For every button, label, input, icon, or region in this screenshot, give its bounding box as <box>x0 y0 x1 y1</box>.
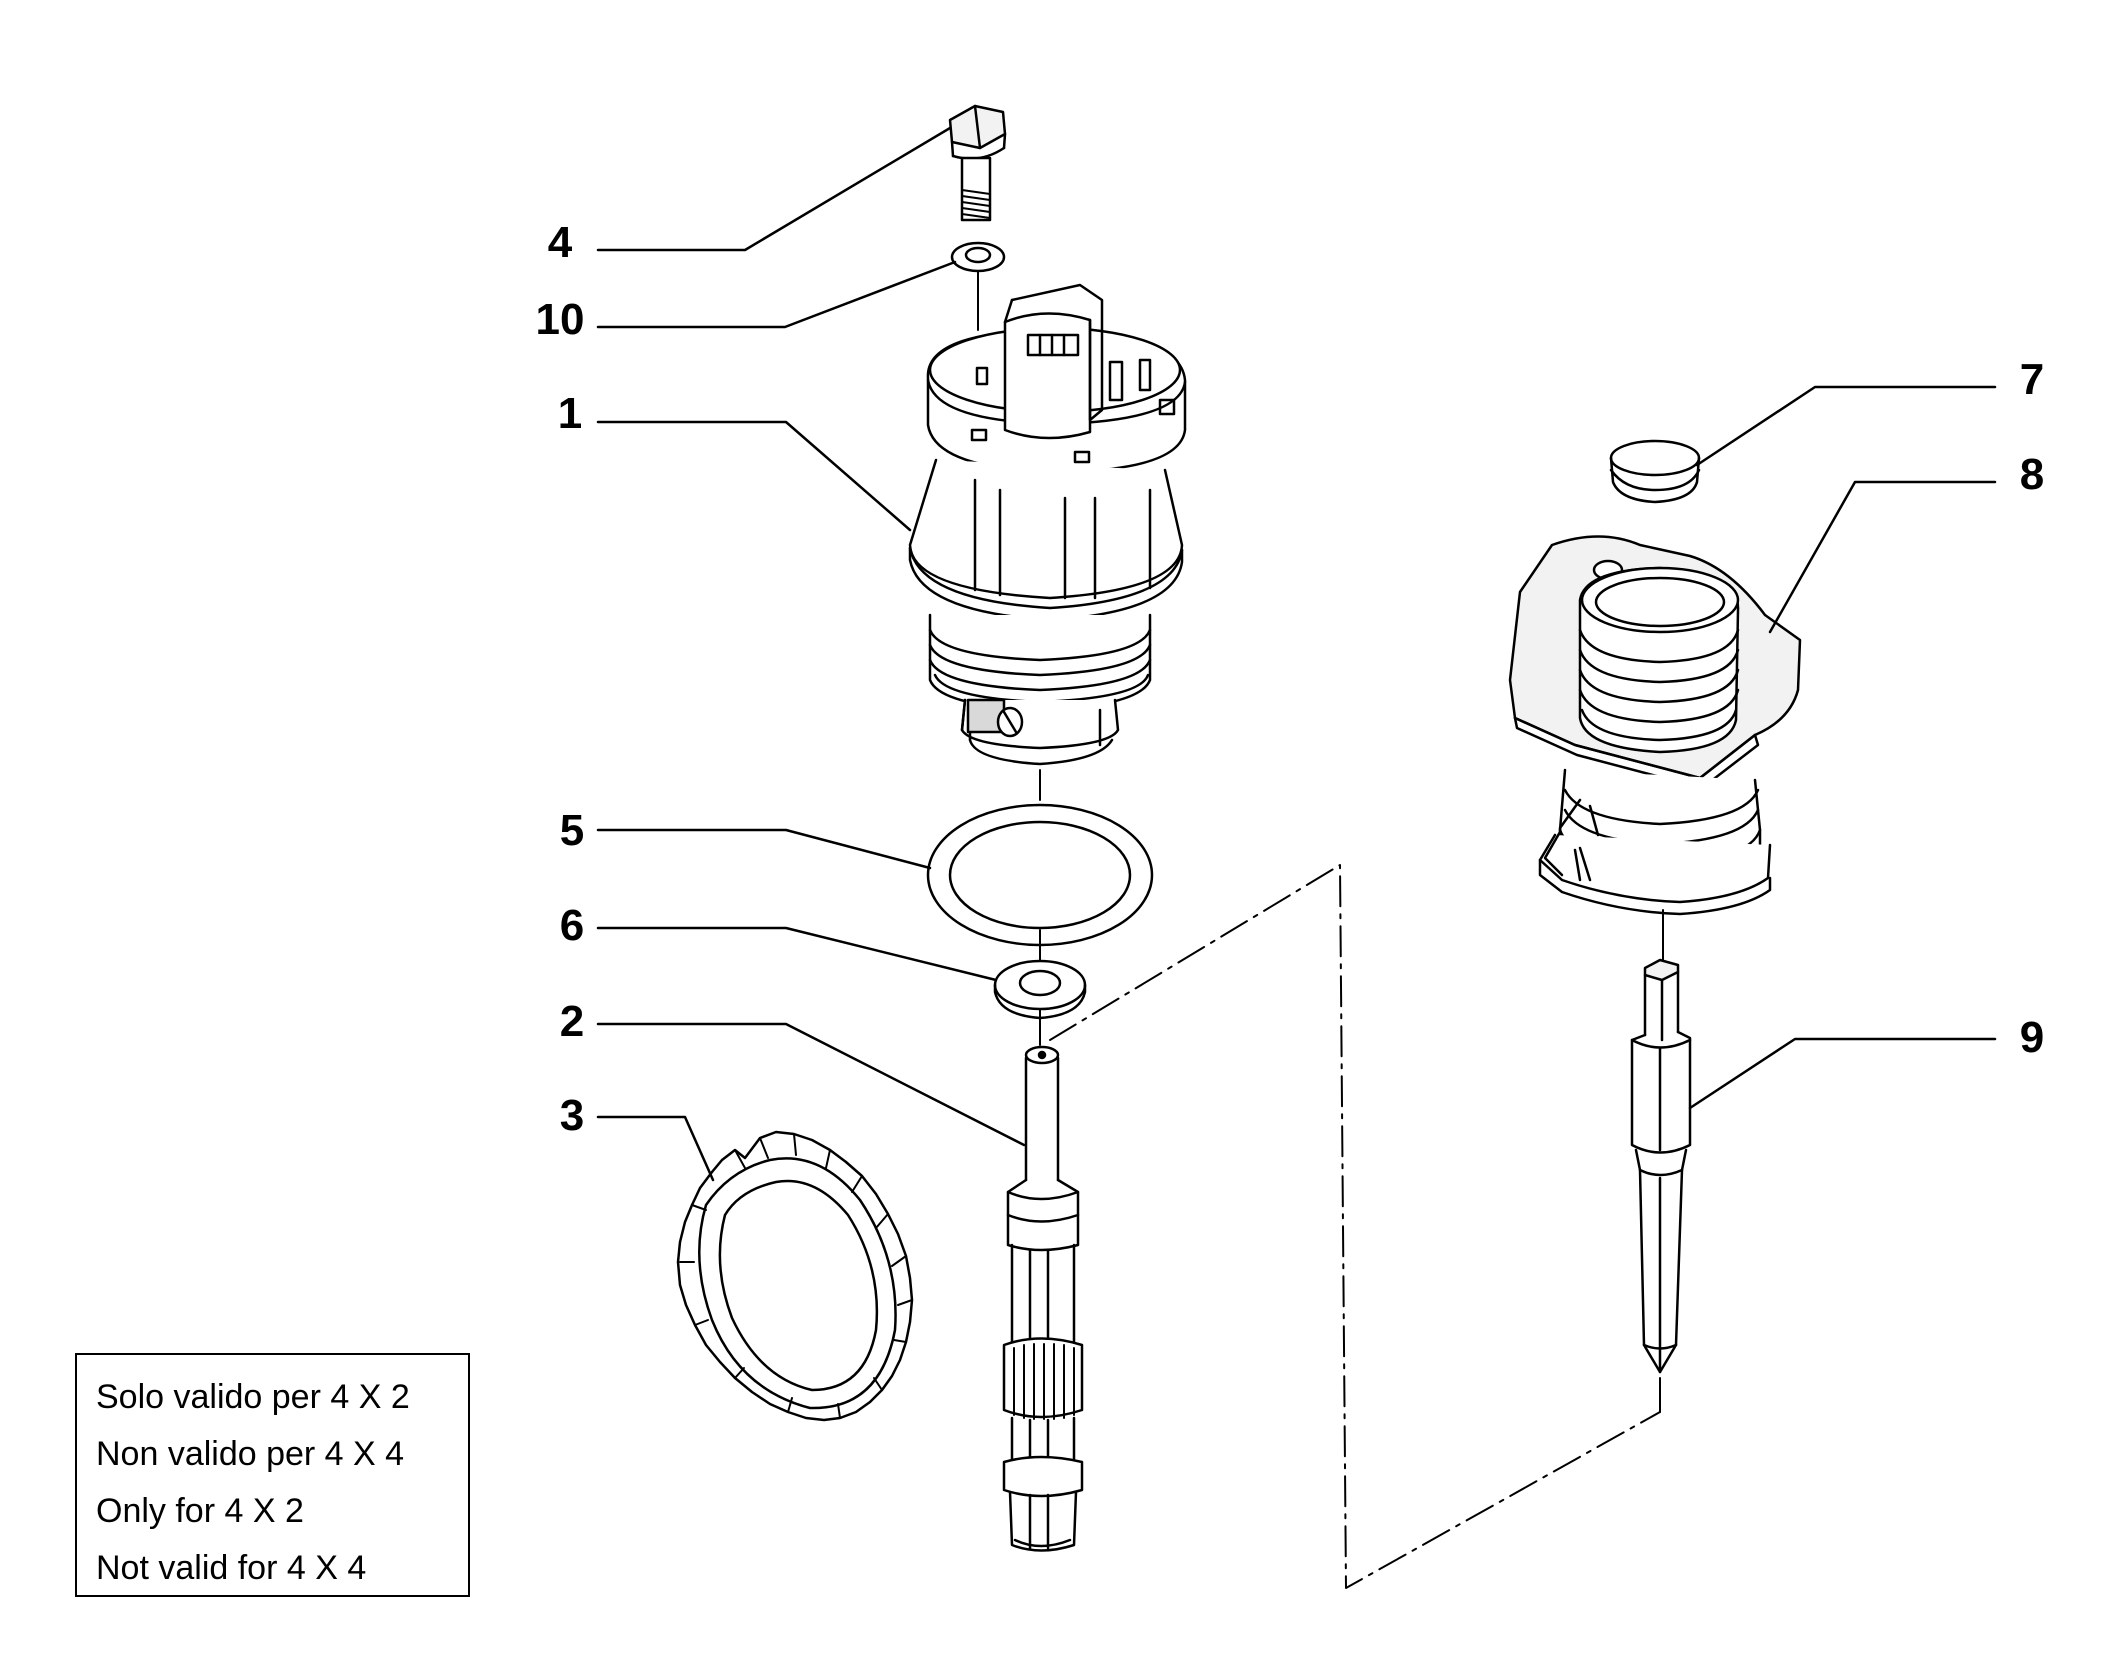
part-1-speed-sensor <box>908 283 1187 766</box>
part-4-bolt <box>948 104 1007 222</box>
callout-numbers: 4 10 1 5 6 2 3 7 8 9 <box>536 218 2045 1140</box>
note-line: Non valido per 4 X 4 <box>96 1435 405 1473</box>
leader-line-10 <box>596 260 957 329</box>
part-5-o-ring <box>926 803 1154 947</box>
part-9-drive-pin <box>1630 958 1692 1374</box>
callout-1: 1 <box>558 389 582 438</box>
leader-line-1 <box>596 420 912 532</box>
callout-8: 8 <box>2020 450 2044 499</box>
part-2-shaft <box>1002 1045 1084 1552</box>
applicability-note-box: Solo valido per 4 X 2 Non valido per 4 X… <box>75 1353 470 1597</box>
callout-3: 3 <box>560 1091 584 1140</box>
leader-line-9 <box>1688 1037 1997 1110</box>
callout-10: 10 <box>536 295 585 344</box>
leader-line-7 <box>1695 385 1997 467</box>
leader-line-8 <box>1768 480 1997 634</box>
leader-line-5 <box>596 828 932 870</box>
callout-2: 2 <box>560 997 584 1046</box>
leader-line-6 <box>596 926 998 982</box>
note-line: Only for 4 X 2 <box>96 1492 304 1530</box>
callout-4: 4 <box>548 218 573 267</box>
callout-9: 9 <box>2020 1013 2044 1062</box>
note-line: Solo valido per 4 X 2 <box>96 1378 410 1416</box>
part-8-housing <box>1508 535 1802 916</box>
note-line: Not valid for 4 X 4 <box>96 1549 367 1587</box>
part-7-cap <box>1609 439 1701 504</box>
callout-7: 7 <box>2020 355 2044 404</box>
assembly-path-line <box>1049 864 1661 1589</box>
leader-line-2 <box>596 1022 1026 1147</box>
callout-5: 5 <box>560 806 584 855</box>
leader-line-4 <box>596 126 952 252</box>
leader-lines <box>596 126 1997 1182</box>
part-10-washer <box>950 241 1006 273</box>
callout-6: 6 <box>560 901 584 950</box>
part-6-seal <box>993 959 1087 1020</box>
part-3-tone-ring <box>676 1130 914 1422</box>
leader-line-3 <box>596 1115 715 1182</box>
